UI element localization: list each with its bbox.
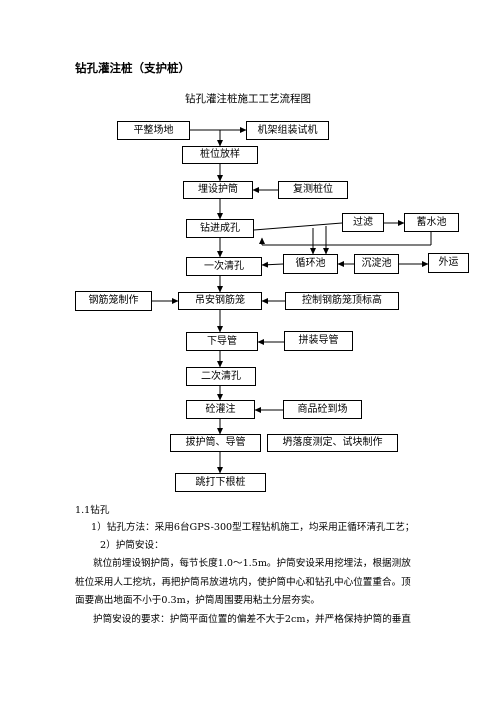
node-pull-casing: 拔护筒、导管 [170,434,261,452]
node-bury-casing: 埋设护筒 [183,181,253,199]
node-lower-tremie: 下导管 [186,332,258,351]
node-second-cleaning: 二次清孔 [186,367,256,386]
document-heading: 钻孔灌注桩（支护桩） [75,61,190,75]
node-rig-assembly: 机架组装试机 [246,121,329,140]
node-pile-layout: 桩位放样 [182,146,258,164]
node-drill-hole: 钻进成孔 [186,219,254,238]
node-control-cage-elevation: 控制钢筋笼顶标高 [285,292,399,310]
section-heading: 1.1钻孔 [75,505,110,516]
node-assemble-tremie: 拼装导管 [284,331,353,351]
body-line-1: 1）钻孔方法：采用6台GPS-300型工程钻机施工，均采用正循环清孔工艺； [91,522,415,533]
node-first-cleaning: 一次清孔 [186,257,262,276]
flowchart-title: 钻孔灌注桩施工工艺流程图 [185,93,311,105]
node-concrete-arrival: 商品砼到场 [283,400,362,419]
paragraph-1-line-3: 面要高出地面不小于0.3m，护筒周围要用粘土分层夯实。 [75,595,321,606]
node-water-tank: 蓄水池 [404,213,459,232]
body-line-2: 2）护筒安设： [100,540,164,551]
node-filter: 过滤 [342,213,384,232]
node-slump-test: 坍落度测定、试块制作 [267,434,398,452]
node-recheck-position: 复测桩位 [278,181,348,199]
node-pour-concrete: 砼灌注 [186,400,255,419]
node-haul-away: 外运 [428,253,469,273]
node-level-site: 平整场地 [117,121,190,140]
node-circulation-pool: 循环池 [283,254,338,274]
node-next-pile: 跳打下根桩 [175,473,266,492]
node-install-cage: 吊安钢筋笼 [178,292,262,310]
node-settling-pool: 沉淀池 [354,254,399,274]
node-cage-fabrication: 钢筋笼制作 [75,291,152,311]
paragraph-2-line-1: 护筒安设的要求：护筒平面位置的偏差不大于2cm，并严格保持护筒的垂直 [93,614,411,625]
paragraph-1-line-2: 桩位采用人工挖坑，再把护筒吊放进坑内，使护筒中心和钻孔中心位置重合。顶 [75,577,411,588]
paragraph-1-line-1: 就位前埋设钢护筒，每节长度1.0～1.5m。护筒安设采用挖埋法，根据测放 [93,558,411,569]
